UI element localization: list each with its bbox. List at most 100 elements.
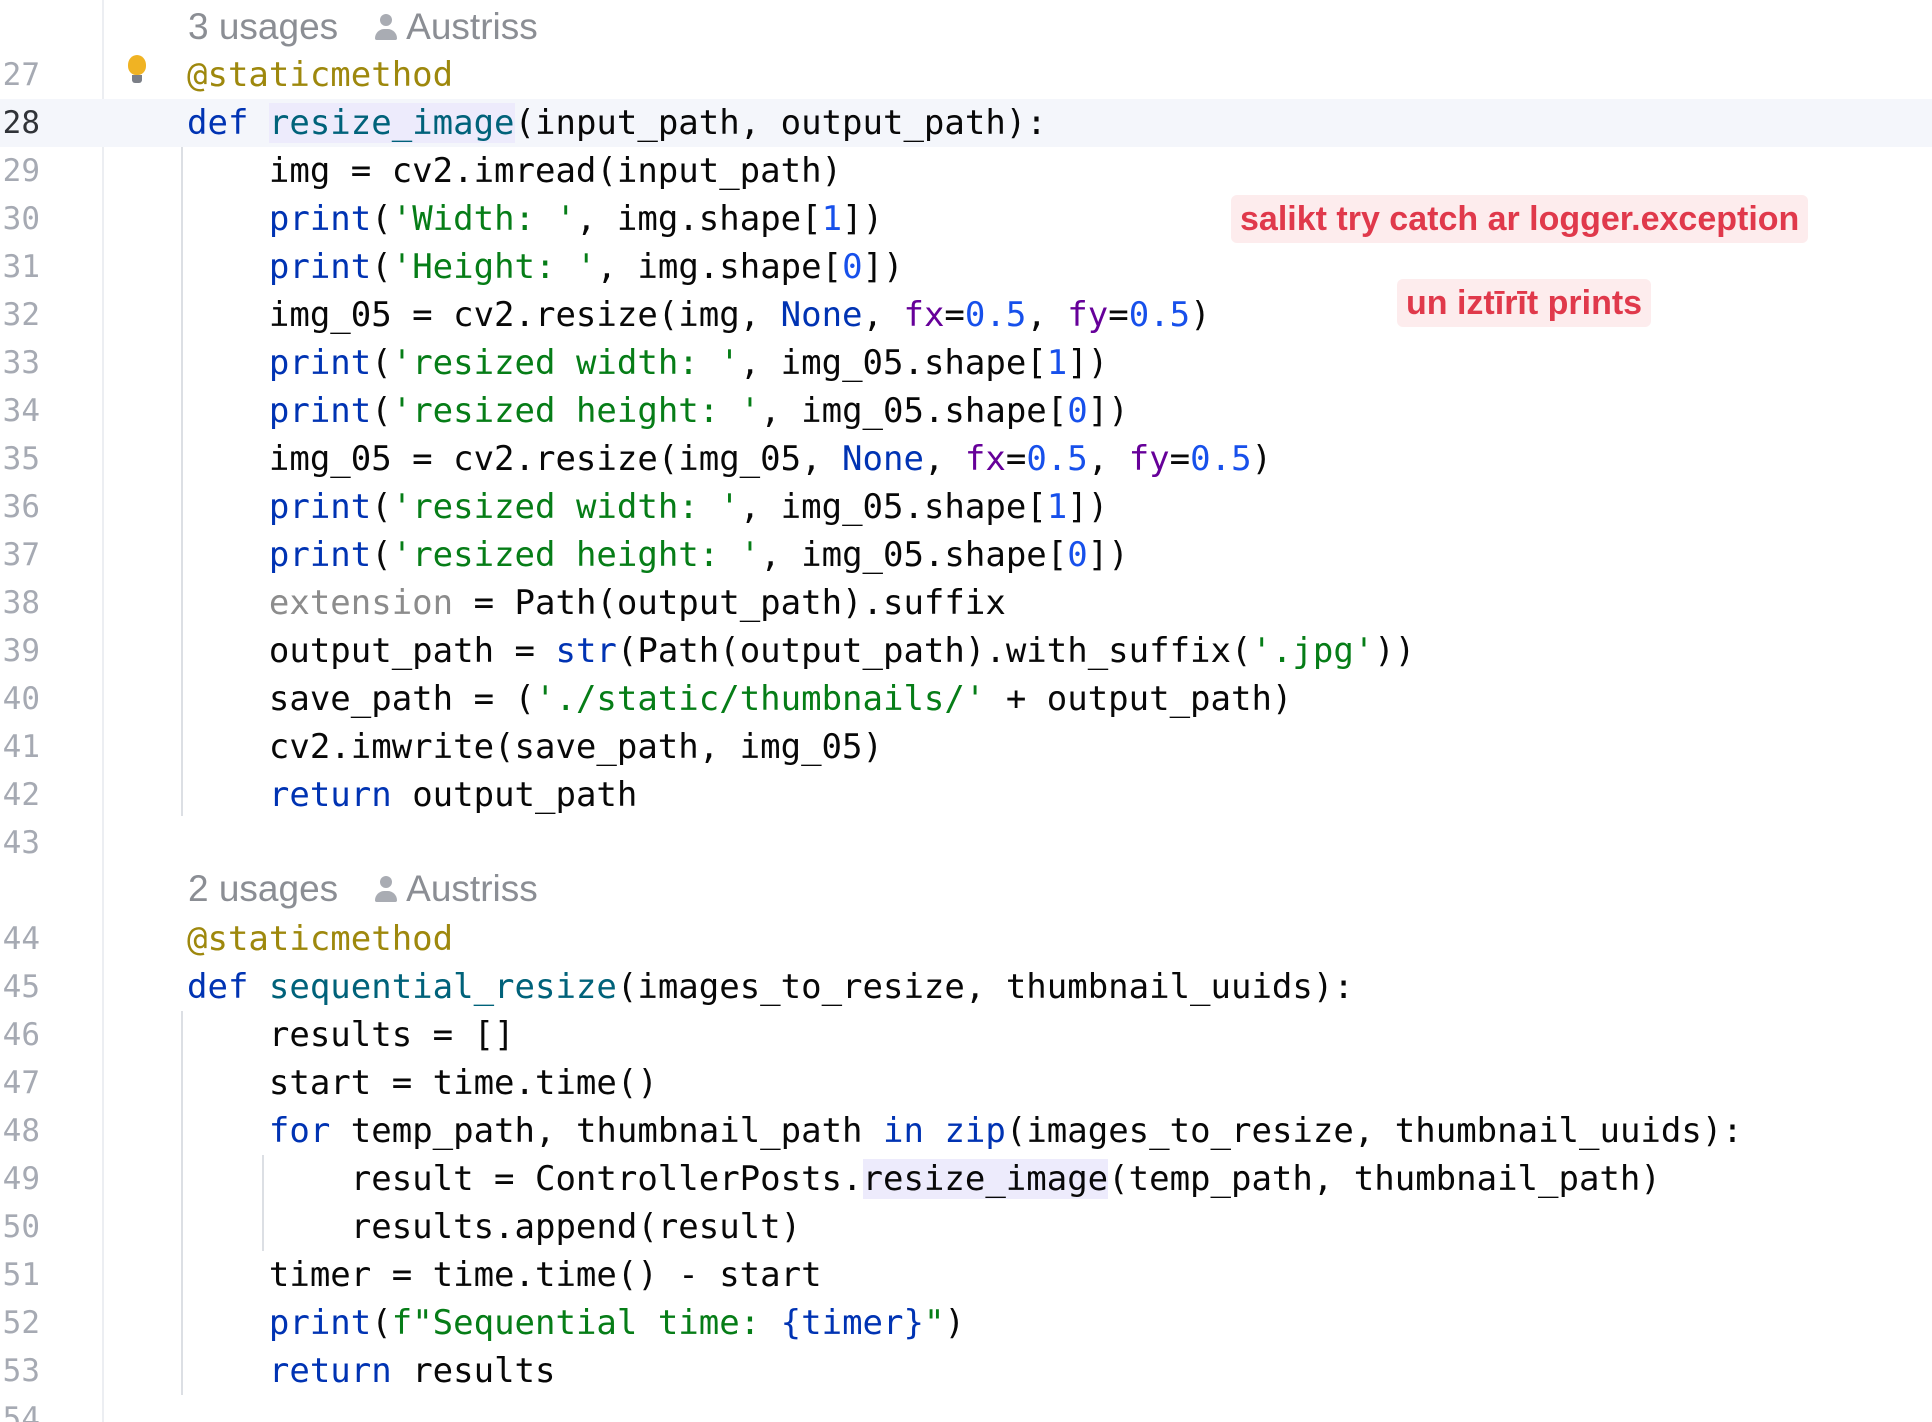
- line-number[interactable]: 46: [2, 1017, 40, 1053]
- code-line[interactable]: print('resized width: ', img_05.shape[1]…: [187, 339, 1108, 387]
- code-token: 'resized width: ': [391, 343, 740, 383]
- line-number[interactable]: 43: [2, 825, 40, 861]
- code-line[interactable]: cv2.imwrite(save_path, img_05): [187, 723, 883, 771]
- line-number[interactable]: 38: [2, 585, 40, 621]
- review-note-cleanup-prints: un iztīrīt prints: [1397, 279, 1652, 327]
- code-token: output_path =: [187, 631, 556, 671]
- author-name[interactable]: Austriss: [406, 868, 538, 909]
- code-line[interactable]: start = time.time(): [187, 1059, 658, 1107]
- line-number[interactable]: 27: [2, 57, 40, 93]
- review-note-try-catch: salikt try catch ar logger.exception: [1231, 195, 1809, 243]
- code-line[interactable]: def resize_image(input_path, output_path…: [187, 99, 1047, 147]
- code-token: , img.shape[: [596, 247, 843, 287]
- line-number[interactable]: 41: [2, 729, 40, 765]
- line-number[interactable]: 39: [2, 633, 40, 669]
- line-number[interactable]: 32: [2, 297, 40, 333]
- code-token: )): [1374, 631, 1416, 671]
- code-token: (images_to_resize, thumbnail_uuids):: [1005, 1111, 1743, 1151]
- code-line[interactable]: img_05 = cv2.resize(img, None, fx=0.5, f…: [187, 291, 1211, 339]
- code-line[interactable]: extension = Path(output_path).suffix: [187, 579, 1006, 627]
- code-token: str: [555, 631, 617, 671]
- line-number[interactable]: 36: [2, 489, 40, 525]
- line-number[interactable]: 53: [2, 1353, 40, 1389]
- line-number[interactable]: 31: [2, 249, 40, 285]
- usages-count[interactable]: 2 usages: [188, 868, 339, 909]
- line-number[interactable]: 54: [2, 1401, 40, 1422]
- line-number[interactable]: 37: [2, 537, 40, 573]
- code-token: results: [391, 1351, 556, 1391]
- code-line[interactable]: img = cv2.imread(input_path): [187, 147, 842, 195]
- code-token: (: [371, 199, 392, 239]
- line-number[interactable]: 45: [2, 969, 40, 1005]
- author-icon: [374, 12, 398, 42]
- gutter-separator: [102, 0, 104, 1422]
- code-token: for: [268, 1111, 331, 1151]
- code-line[interactable]: timer = time.time() - start: [187, 1251, 822, 1299]
- code-token: extension: [268, 583, 454, 623]
- code-line[interactable]: print('resized height: ', img_05.shape[0…: [187, 531, 1129, 579]
- code-token: img_05 = cv2.resize(img_05,: [187, 439, 843, 479]
- code-line[interactable]: print('Height: ', img.shape[0]): [187, 243, 904, 291]
- line-number[interactable]: 48: [2, 1113, 40, 1149]
- code-line[interactable]: output_path = str(Path(output_path).with…: [187, 627, 1415, 675]
- line-number[interactable]: 49: [2, 1161, 40, 1197]
- code-line[interactable]: results = []: [187, 1011, 515, 1059]
- code-line[interactable]: print('Width: ', img.shape[1]): [187, 195, 883, 243]
- line-number[interactable]: 47: [2, 1065, 40, 1101]
- code-token: cv2.imwrite(save_path, img_05): [187, 727, 883, 767]
- line-number[interactable]: 44: [2, 921, 40, 957]
- code-line[interactable]: img_05 = cv2.resize(img_05, None, fx=0.5…: [187, 435, 1272, 483]
- line-number[interactable]: 42: [2, 777, 40, 813]
- code-token: ,: [1026, 295, 1068, 335]
- code-line[interactable]: save_path = ('./static/thumbnails/' + ou…: [187, 675, 1293, 723]
- code-line[interactable]: return output_path: [187, 771, 637, 819]
- code-token: None: [842, 439, 924, 479]
- code-token: ,: [923, 439, 965, 479]
- code-token: None: [780, 295, 863, 335]
- code-token: 1: [1046, 343, 1068, 383]
- line-number[interactable]: 40: [2, 681, 40, 717]
- line-number[interactable]: 52: [2, 1305, 40, 1341]
- line-number[interactable]: 34: [2, 393, 40, 429]
- code-line[interactable]: result = ControllerPosts.resize_image(te…: [187, 1155, 1661, 1203]
- code-token: [924, 1111, 944, 1151]
- line-number[interactable]: 33: [2, 345, 40, 381]
- lightbulb-intention-icon[interactable]: [126, 55, 148, 87]
- code-token: print: [268, 391, 372, 431]
- code-token: '.jpg': [1251, 631, 1375, 671]
- line-number[interactable]: 50: [2, 1209, 40, 1245]
- code-token: sequential_resize: [268, 967, 617, 1007]
- code-token: ): [1190, 295, 1211, 335]
- code-line[interactable]: return results: [187, 1347, 556, 1395]
- code-token: @staticmethod: [187, 919, 454, 959]
- author-name[interactable]: Austriss: [406, 6, 538, 47]
- code-token: print: [268, 1303, 372, 1343]
- code-line[interactable]: print('resized width: ', img_05.shape[1]…: [187, 483, 1108, 531]
- code-token: , img_05.shape[: [760, 535, 1068, 575]
- code-line[interactable]: print('resized height: ', img_05.shape[0…: [187, 387, 1129, 435]
- code-token: def: [187, 103, 269, 143]
- code-line[interactable]: for temp_path, thumbnail_path in zip(ima…: [187, 1107, 1743, 1155]
- line-number[interactable]: 29: [2, 153, 40, 189]
- code-token: (: [371, 391, 392, 431]
- code-line[interactable]: @staticmethod: [187, 915, 453, 963]
- code-token: ,: [1087, 439, 1129, 479]
- line-number[interactable]: 35: [2, 441, 40, 477]
- code-line[interactable]: results.append(result): [187, 1203, 801, 1251]
- usages-count[interactable]: 3 usages: [188, 6, 339, 47]
- code-token: [187, 775, 269, 815]
- line-number[interactable]: 30: [2, 201, 40, 237]
- code-token: resize_image: [268, 103, 515, 143]
- code-token: , img_05.shape[: [739, 343, 1047, 383]
- code-line[interactable]: def sequential_resize(images_to_resize, …: [187, 963, 1354, 1011]
- code-token: 0.5: [1026, 439, 1088, 479]
- code-line[interactable]: @staticmethod: [187, 51, 453, 99]
- code-token: start = time.time(): [187, 1063, 658, 1103]
- line-number[interactable]: 28: [2, 105, 40, 141]
- usages-hint-sequential-resize[interactable]: 2 usages Austriss: [188, 862, 538, 916]
- line-number[interactable]: 51: [2, 1257, 40, 1293]
- code-token: ]): [1067, 487, 1109, 527]
- usages-hint-resize-image[interactable]: 3 usages Austriss: [188, 0, 538, 54]
- code-line[interactable]: print(f"Sequential time: {timer}"): [187, 1299, 965, 1347]
